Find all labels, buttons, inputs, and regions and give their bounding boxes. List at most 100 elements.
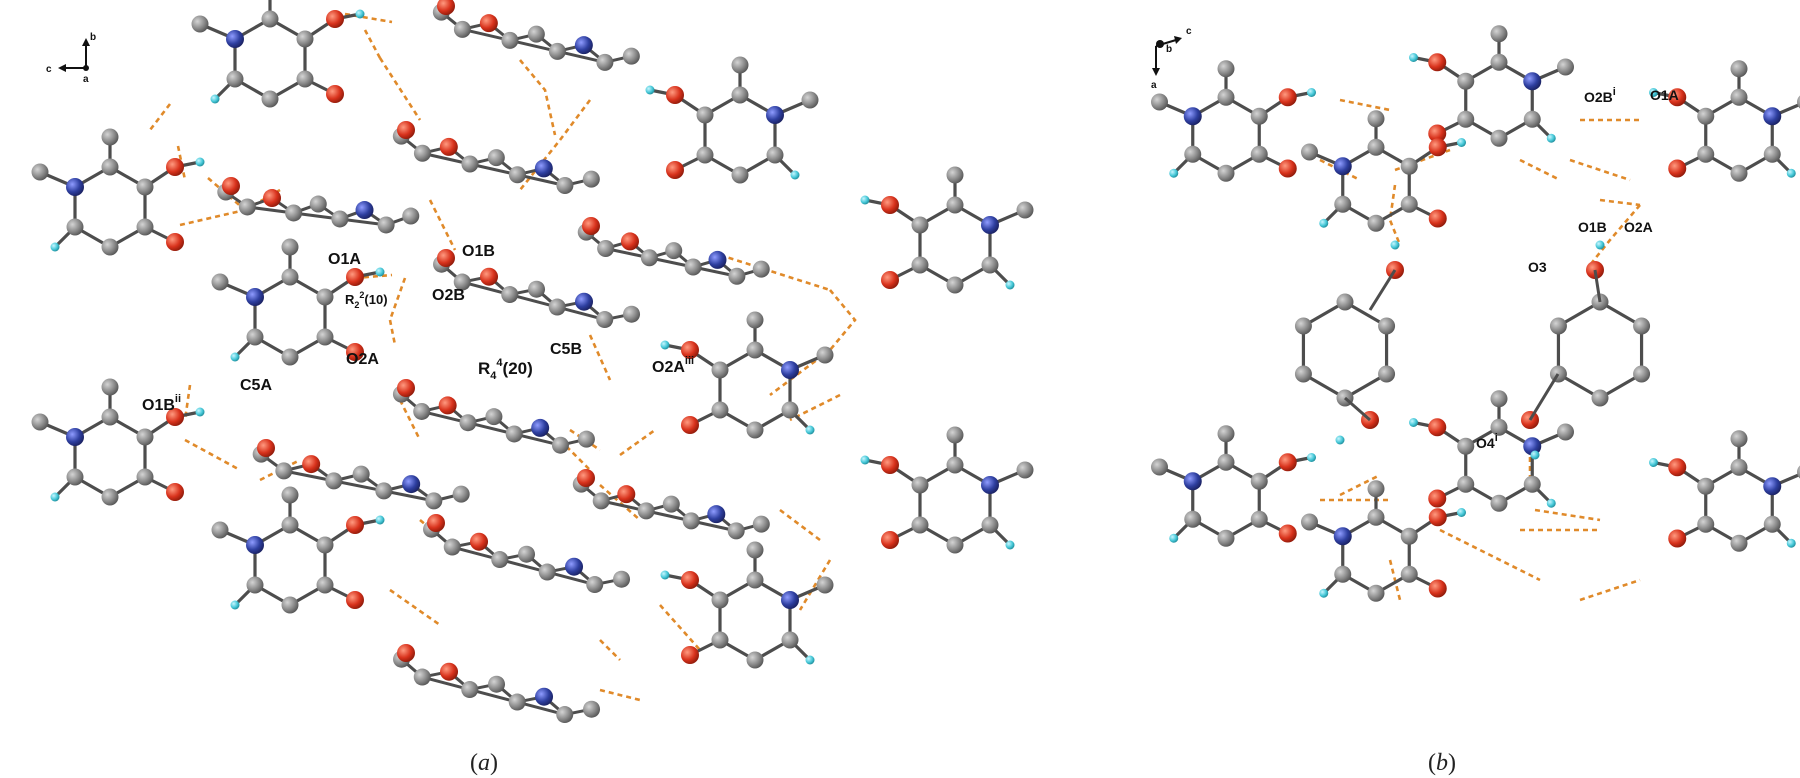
hydrogen-atom <box>1169 533 1179 543</box>
label-o2a: O2A <box>346 351 379 368</box>
carbon-atom <box>711 591 729 609</box>
carbon-atom <box>613 570 631 588</box>
covalent-bond <box>1368 269 1397 311</box>
carbon-atom <box>1367 508 1385 526</box>
oxygen-atom <box>681 416 699 434</box>
oxygen-atom <box>1278 159 1297 178</box>
label-o2b: O2B <box>432 287 465 304</box>
carbon-atom <box>459 414 477 432</box>
hydrogen-atom <box>195 157 205 167</box>
oxygen-atom <box>427 514 445 532</box>
carbon-atom <box>1367 138 1385 156</box>
covalent-bond <box>1344 396 1371 422</box>
carbon-atom <box>1730 88 1748 106</box>
oxygen-atom <box>166 483 184 501</box>
carbon-atom <box>662 495 680 513</box>
carbon-atom <box>296 30 314 48</box>
carbon-atom <box>377 216 395 234</box>
carbon-atom <box>1490 129 1508 147</box>
hydrogen-bond <box>363 29 382 59</box>
axis-a-label: a <box>1151 80 1157 91</box>
hydrogen-bond <box>1339 473 1381 497</box>
carbon-atom <box>1591 389 1609 407</box>
carbon-atom <box>682 512 700 530</box>
hydrogen-atom <box>1169 168 1179 178</box>
oxygen-atom <box>1278 453 1297 472</box>
carbon-atom <box>281 486 299 504</box>
hydrogen-bond <box>1534 508 1601 522</box>
carbon-atom <box>596 53 614 71</box>
carbon-atom <box>1217 88 1235 106</box>
carbon-atom <box>136 468 154 486</box>
carbon-atom <box>816 576 834 594</box>
oxygen-atom <box>666 86 684 104</box>
hydrogen-atom <box>1530 450 1540 460</box>
nitrogen-atom <box>1523 72 1542 91</box>
carbon-atom <box>31 413 49 431</box>
carbon-atom <box>1336 293 1354 311</box>
label-o2b-i: O2Bi <box>1584 86 1616 105</box>
carbon-atom <box>1557 58 1574 76</box>
carbon-atom <box>325 472 343 490</box>
carbon-atom <box>746 541 764 559</box>
carbon-atom <box>623 305 641 323</box>
carbon-atom <box>375 482 393 500</box>
carbon-atom <box>101 488 119 506</box>
carbon-atom <box>1490 25 1508 43</box>
carbon-atom <box>238 198 256 216</box>
oxygen-atom <box>1428 53 1447 72</box>
hydrogen-atom <box>230 352 240 362</box>
hydrogen-bond <box>207 177 246 211</box>
carbon-atom <box>453 273 471 291</box>
carbon-atom <box>211 273 229 291</box>
carbon-atom <box>1217 453 1235 471</box>
hydrogen-atom <box>50 492 60 502</box>
carbon-atom <box>728 267 746 285</box>
oxygen-atom <box>257 439 275 457</box>
hydrogen-bond <box>1339 98 1391 112</box>
carbon-atom <box>1217 164 1235 182</box>
carbon-atom <box>1523 110 1541 128</box>
oxygen-atom <box>166 233 184 251</box>
oxygen-atom <box>681 571 699 589</box>
oxygen-atom <box>480 267 499 286</box>
oxygen-atom <box>470 532 489 551</box>
carbon-atom <box>946 536 964 554</box>
carbon-atom <box>711 361 729 379</box>
panel-b-axis-indicator: b c a <box>1151 26 1192 91</box>
hydrogen-bond <box>179 208 246 227</box>
carbon-atom <box>453 20 471 38</box>
nitrogen-atom <box>1183 472 1202 491</box>
oxygen-atom <box>326 10 344 28</box>
carbon-atom <box>501 286 519 304</box>
oxygen-atom <box>1668 458 1687 477</box>
carbon-atom <box>31 163 49 181</box>
oxygen-atom <box>881 196 899 214</box>
nitrogen-atom <box>66 178 84 196</box>
carbon-atom <box>1797 95 1800 109</box>
axis-c-label: c <box>1186 26 1192 37</box>
label-o2a: O2A <box>1624 219 1653 235</box>
oxygen-atom <box>1668 88 1687 107</box>
nitrogen-atom <box>1763 107 1782 126</box>
panel-a-molecules <box>31 0 1034 724</box>
hydrogen-atom <box>1319 218 1329 228</box>
label-o1a: O1A <box>328 251 361 268</box>
hydrogen-atom <box>1005 540 1015 550</box>
hydrogen-bond <box>176 145 187 181</box>
carbon-atom <box>711 631 729 649</box>
oxygen-atom <box>1428 138 1447 157</box>
carbon-atom <box>911 256 929 274</box>
nitrogen-atom <box>1523 437 1542 456</box>
hydrogen-atom <box>660 570 670 580</box>
label-o1b-ii: O1Bii <box>142 393 181 414</box>
hydrogen-bond <box>789 393 841 422</box>
carbon-atom <box>1697 477 1715 495</box>
carbon-atom <box>246 328 264 346</box>
carbon-atom <box>731 86 749 104</box>
carbon-atom <box>136 428 154 446</box>
carbon-atom <box>1697 515 1715 533</box>
oxygen-atom <box>302 455 321 474</box>
carbon-atom <box>508 166 526 184</box>
carbon-atom <box>1730 430 1748 448</box>
